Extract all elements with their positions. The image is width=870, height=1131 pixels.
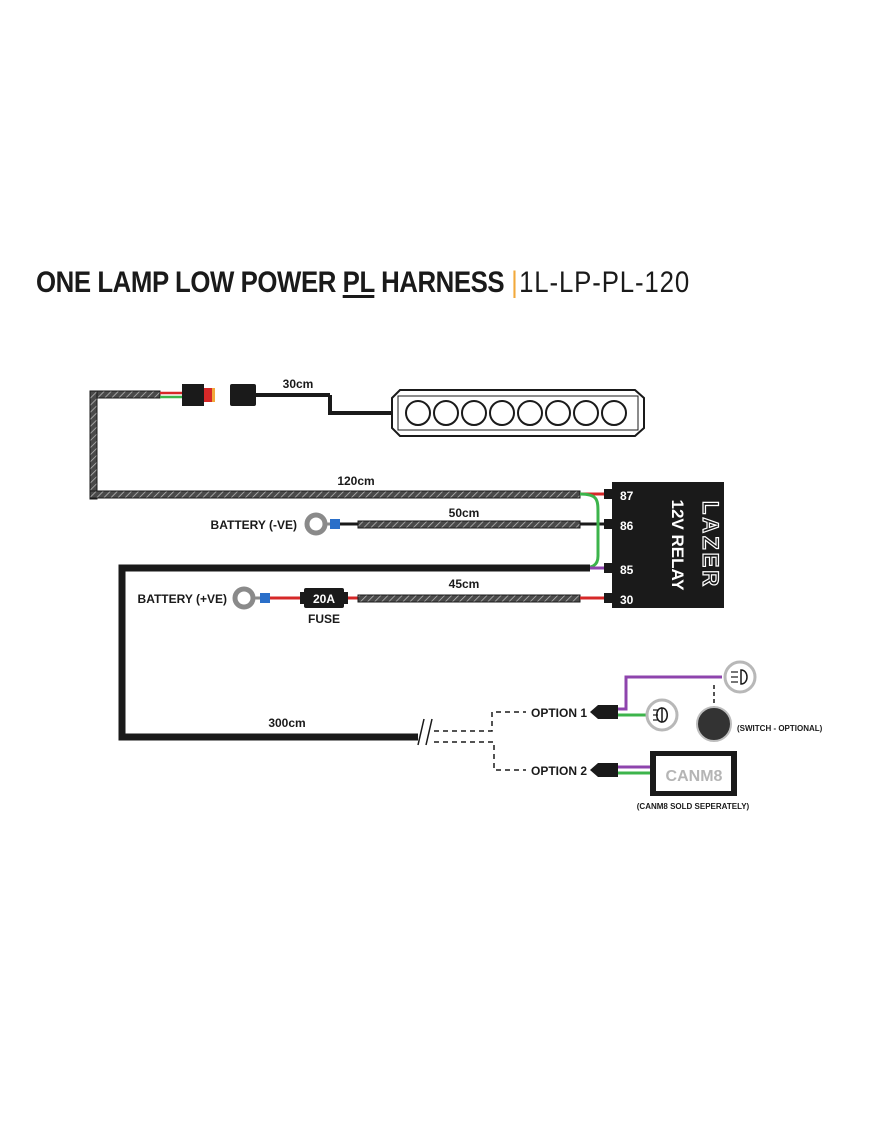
option-1-label: OPTION 1 [531, 706, 587, 720]
green-bridge-wire [579, 492, 600, 570]
switch-note: (SWITCH - OPTIONAL) [737, 724, 823, 733]
fuse-rating: 20A [313, 592, 335, 606]
positive-length: 45cm [449, 577, 480, 591]
fuse-label: FUSE [308, 612, 340, 626]
negative-length: 50cm [449, 506, 480, 520]
fuse-icon [300, 588, 348, 608]
part-number: 1L-LP-PL-120 [519, 266, 691, 299]
light-bar-icon [391, 389, 645, 437]
canm8-module-icon [650, 751, 737, 796]
loop-length: 120cm [337, 474, 374, 488]
relay-icon [604, 482, 724, 608]
relay-brand-logo: LAZER [698, 501, 723, 589]
battery-positive-label: BATTERY (+VE) [138, 592, 227, 606]
option-2-label: OPTION 2 [531, 764, 587, 778]
trigger-cable [118, 564, 590, 741]
switch-button-icon [696, 706, 732, 742]
canm8-label: CANM8 [666, 768, 723, 785]
title-pl: PL [342, 266, 375, 299]
title-text-2: HARNESS [374, 266, 505, 299]
canm8-note: (CANM8 SOLD SEPERATELY) [637, 802, 750, 811]
title-text-1: ONE LAMP LOW POWER [36, 266, 343, 299]
lamp-lead-length: 30cm [283, 377, 314, 391]
title-separator: | [511, 266, 518, 299]
relay-pin-86: 86 [620, 519, 634, 533]
cable-break [417, 718, 433, 746]
battery-negative-label: BATTERY (-VE) [211, 518, 297, 532]
high-beam-icon [723, 660, 757, 694]
diagram-title: ONE LAMP LOW POWER PL HARNESS|1L-LP-PL-1… [36, 266, 690, 310]
relay-pin-87: 87 [620, 489, 634, 503]
ring-terminal-icon [232, 586, 304, 610]
ring-terminal-icon [304, 512, 358, 536]
relay-pin-85: 85 [620, 563, 634, 577]
relay-label: 12V RELAY [668, 499, 687, 591]
trigger-length: 300cm [268, 716, 305, 730]
headlight-icon [645, 698, 679, 732]
negative-cable [357, 520, 581, 529]
relay-pin-30: 30 [620, 593, 634, 607]
connector-icon [160, 384, 392, 415]
positive-cable [357, 594, 581, 603]
